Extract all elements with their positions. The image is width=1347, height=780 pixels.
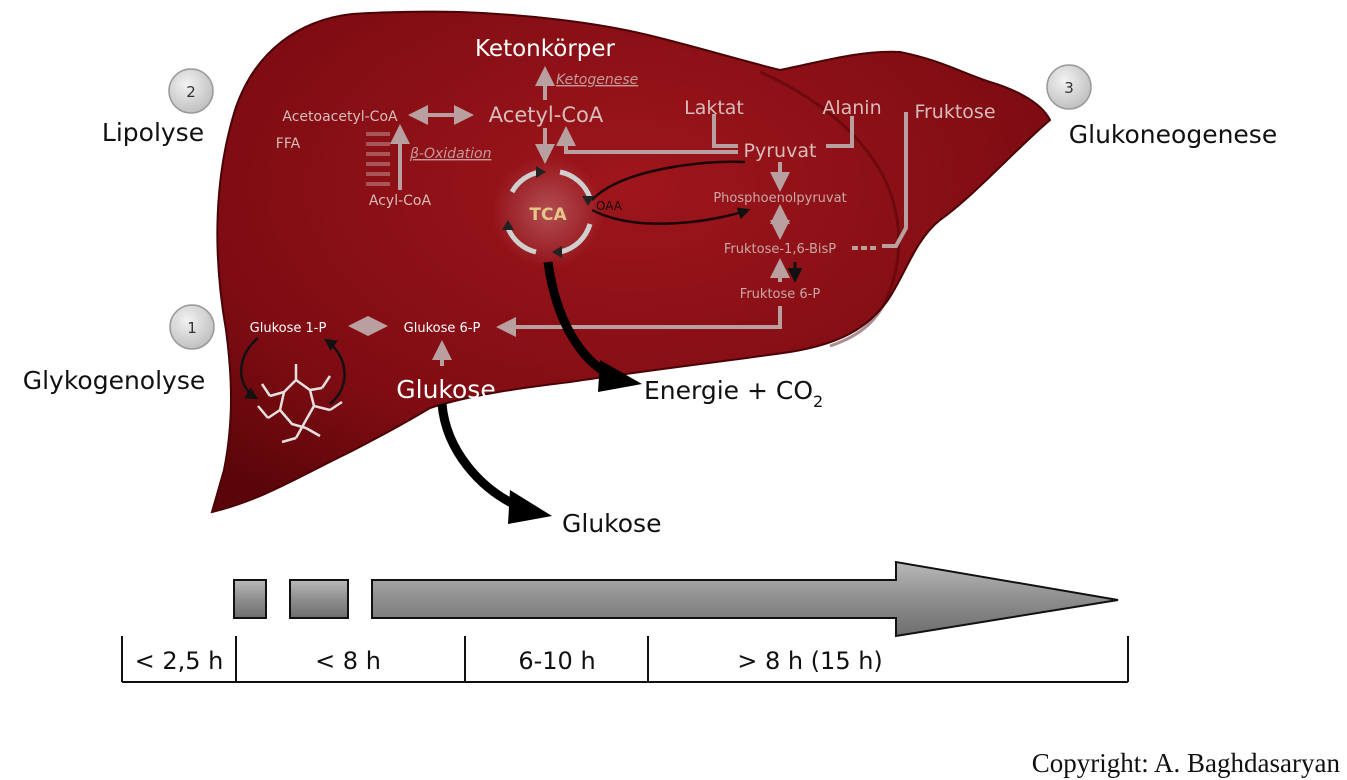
glucose-out-arrow-shaft bbox=[437, 403, 524, 513]
stage-number: 3 bbox=[1064, 79, 1074, 97]
tca-cycle-arrowheads bbox=[502, 166, 594, 258]
timeline-scale bbox=[121, 636, 1129, 683]
glycogen-icon bbox=[257, 364, 343, 444]
stage-label-lipolyse: Lipolyse bbox=[102, 118, 204, 147]
beta-oxidation-ladder bbox=[366, 132, 390, 186]
timeline-arrow bbox=[371, 560, 1119, 638]
timeline-label: > 8 h (15 h) bbox=[737, 647, 883, 675]
laktat-label: Laktat bbox=[684, 97, 744, 119]
glukose-inner-label: Glukose bbox=[396, 375, 495, 404]
timeline-block-1 bbox=[233, 579, 267, 619]
phosphoenolpyruvat-label: Phosphoenolpyruvat bbox=[713, 191, 846, 206]
fruktose-label: Fruktose bbox=[914, 101, 995, 123]
oaa-to-pep-arrow bbox=[591, 207, 751, 225]
fruktose-6p-label: Fruktose 6-P bbox=[740, 287, 821, 302]
stage-number: 1 bbox=[187, 319, 197, 337]
glukose-6p-label: Glukose 6-P bbox=[404, 321, 481, 336]
pyruvat-label: Pyruvat bbox=[744, 140, 817, 162]
stage-number: 2 bbox=[186, 83, 196, 101]
alanin-label: Alanin bbox=[822, 97, 881, 119]
acetyl-coa-label: Acetyl-CoA bbox=[489, 103, 604, 127]
energie-co2-label: Energie + CO2 bbox=[644, 376, 823, 411]
liver-lobe-shading bbox=[759, 70, 901, 348]
glycogen-arrow-right bbox=[323, 338, 346, 405]
glukose-1p-label: Glukose 1-P bbox=[250, 321, 327, 336]
timeline-label: < 8 h bbox=[315, 647, 381, 675]
timeline-graphic bbox=[233, 560, 1119, 638]
stage-label-glukoneogenese: Glukoneogenese bbox=[1069, 120, 1277, 149]
ketonkoerper-label: Ketonkörper bbox=[475, 36, 616, 62]
stage-label-glykogenolyse: Glykogenolyse bbox=[23, 366, 206, 395]
glukose-outer-label: Glukose bbox=[562, 509, 661, 538]
timeline-label: 6-10 h bbox=[518, 647, 595, 675]
pathway-arrows bbox=[348, 66, 908, 366]
beta-oxidation-label: β-Oxidation bbox=[409, 146, 491, 162]
glucose-out-arrow-head bbox=[508, 490, 552, 524]
stage-badge-2: 2 bbox=[168, 68, 214, 114]
tca-cycle-ring bbox=[505, 169, 593, 255]
liver-shape bbox=[210, 10, 1052, 514]
tca-label: TCA bbox=[529, 205, 567, 225]
fruktose-16-bisp-label: Fruktose-1,6-BisP bbox=[724, 242, 836, 257]
stage-badge-1: 1 bbox=[169, 304, 215, 350]
oaa-label: OAA bbox=[596, 199, 623, 213]
oaa-upper-curve bbox=[591, 160, 746, 201]
acyl-coa-label: Acyl-CoA bbox=[369, 193, 432, 209]
copyright-text: Copyright: A. Baghdasaryan bbox=[1032, 748, 1341, 778]
timeline-label: < 2,5 h bbox=[135, 647, 224, 675]
stage-badge-3: 3 bbox=[1046, 64, 1092, 110]
ketogenese-label: Ketogenese bbox=[556, 72, 638, 88]
timeline-block-2 bbox=[289, 579, 349, 619]
acetoacetyl-coa-label: Acetoacetyl-CoA bbox=[282, 109, 398, 125]
glycogen-arrow-left bbox=[240, 337, 259, 400]
energy-arrow-head bbox=[598, 360, 642, 392]
ffa-label: FFA bbox=[276, 136, 301, 152]
